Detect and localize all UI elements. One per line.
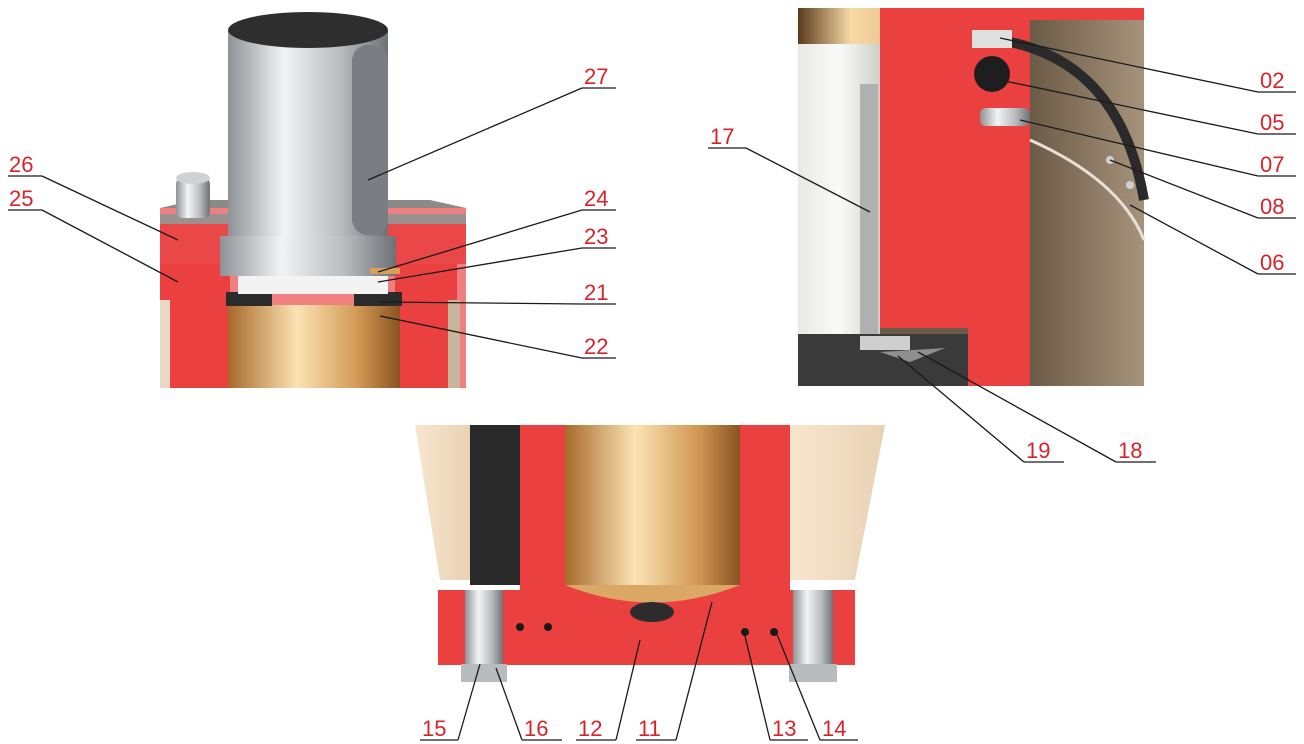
bottom-view xyxy=(415,425,885,682)
b-left-dark xyxy=(470,425,520,585)
label-21: 21 xyxy=(584,280,608,305)
leader-22 xyxy=(379,315,583,359)
label-16: 16 xyxy=(524,716,548,741)
leader-23 xyxy=(377,247,583,283)
b-dark-seal xyxy=(630,602,674,622)
tr-cap xyxy=(972,30,1012,48)
label-13: 13 xyxy=(772,716,796,741)
seal-left xyxy=(226,292,272,306)
leader-13 xyxy=(743,631,771,741)
tr-hole-2 xyxy=(1126,181,1134,189)
leader-17 xyxy=(745,147,871,213)
leader-07 xyxy=(1019,119,1259,177)
leader-12 xyxy=(615,639,641,741)
tr-arc-edge xyxy=(1029,138,1146,241)
b-bolt-right xyxy=(793,590,833,665)
leader-08 xyxy=(1109,159,1259,219)
label-22: 22 xyxy=(584,334,608,359)
label-15: 15 xyxy=(422,716,446,741)
leader-27 xyxy=(367,87,583,181)
b-bolt-left xyxy=(465,590,503,665)
leader-26 xyxy=(41,175,179,241)
tr-rod xyxy=(860,84,878,334)
label-05: 05 xyxy=(1260,110,1284,135)
b-oring-4 xyxy=(770,628,778,636)
seal-right xyxy=(354,292,402,306)
tr-clip xyxy=(860,336,910,350)
labels: 27 26 25 24 23 21 22 17 02 05 07 08 06 1… xyxy=(9,64,1284,741)
leader-06 xyxy=(1129,204,1259,275)
label-06: 06 xyxy=(1260,250,1284,275)
tr-red-lip xyxy=(880,44,960,76)
leader-18 xyxy=(917,351,1117,463)
label-19: 19 xyxy=(1026,438,1050,463)
leader-21 xyxy=(379,301,583,305)
label-11: 11 xyxy=(638,716,661,741)
b-bronze-piston xyxy=(565,425,740,585)
label-02: 02 xyxy=(1260,68,1284,93)
leader-02 xyxy=(999,37,1259,93)
leader-19 xyxy=(897,355,1025,463)
b-oring-1 xyxy=(516,623,524,631)
pin xyxy=(176,178,210,218)
tr-red-section xyxy=(880,8,1144,386)
bronze-washer xyxy=(370,268,400,274)
label-24: 24 xyxy=(584,186,608,211)
leader-24 xyxy=(377,209,583,273)
top-left-view xyxy=(160,12,466,388)
tr-knob xyxy=(974,56,1010,92)
label-26: 26 xyxy=(9,152,33,177)
leader-15 xyxy=(457,663,481,741)
bronze-piston xyxy=(228,305,400,388)
leader-05 xyxy=(999,79,1259,135)
label-27: 27 xyxy=(584,64,608,89)
b-oring-2 xyxy=(544,623,552,631)
b-oring-3 xyxy=(741,628,749,636)
right-wall-section xyxy=(395,260,457,388)
motor-collar xyxy=(220,236,396,276)
motor-side-bar xyxy=(352,45,388,235)
outer-right-shell xyxy=(448,300,460,388)
outer-left-shell xyxy=(160,300,170,388)
motor-shaft-ring xyxy=(238,276,388,294)
leader-14 xyxy=(775,631,821,741)
pin-top xyxy=(176,172,210,184)
leader-11 xyxy=(675,601,713,741)
tr-arc-rail xyxy=(999,35,1149,201)
leader-16 xyxy=(495,667,523,741)
label-25: 25 xyxy=(9,186,33,211)
tr-clip-arm xyxy=(880,348,945,362)
label-14: 14 xyxy=(822,716,846,741)
b-nut-right xyxy=(789,664,837,682)
motor-top xyxy=(228,12,388,48)
left-wall-section xyxy=(160,260,230,388)
label-17: 17 xyxy=(710,124,734,149)
label-18: 18 xyxy=(1118,438,1142,463)
leader-25 xyxy=(41,209,179,283)
b-left-cone xyxy=(415,425,470,580)
leader-lines xyxy=(8,37,1296,741)
label-12: 12 xyxy=(578,716,602,741)
b-piston-bottom xyxy=(565,585,740,603)
label-07: 07 xyxy=(1260,152,1284,177)
top-right-view xyxy=(798,8,1149,386)
b-right-cone xyxy=(790,425,885,580)
tr-screw xyxy=(980,108,1030,126)
label-08: 08 xyxy=(1260,194,1284,219)
label-23: 23 xyxy=(584,224,608,249)
